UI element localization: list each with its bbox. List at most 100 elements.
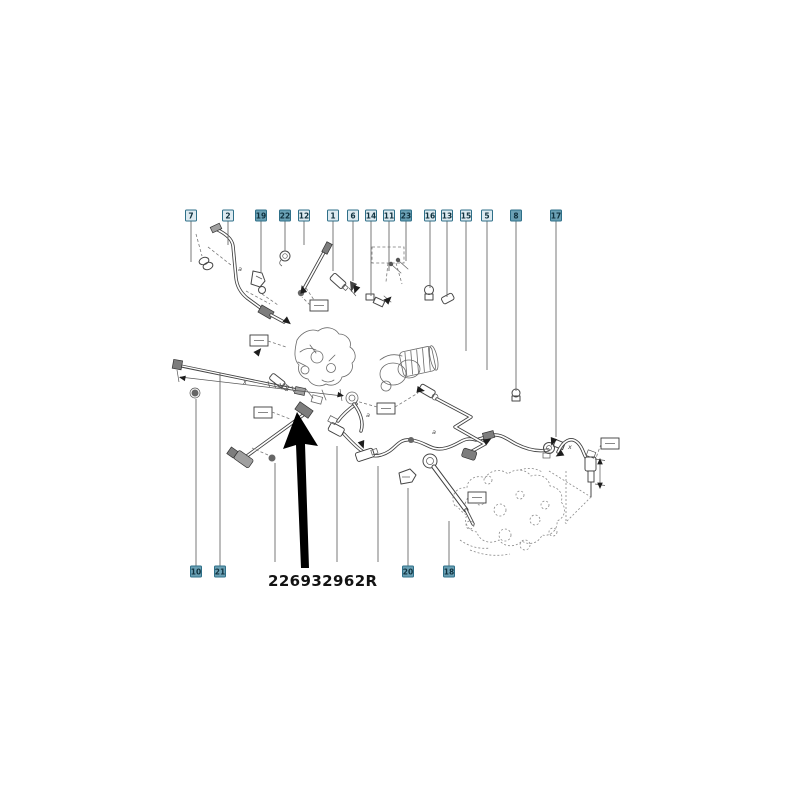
callout-number: 19	[256, 211, 266, 220]
callout-box	[365, 209, 377, 222]
callout-number: 11	[384, 211, 394, 220]
callouts-bottom: 10 21 20 18	[190, 373, 455, 578]
dimension-mark: a	[432, 428, 436, 436]
nut-part10	[189, 387, 201, 399]
callout-number: 23	[401, 211, 411, 220]
callout-number: 7	[188, 211, 193, 220]
callout-box	[255, 209, 267, 222]
cap-part7	[195, 233, 214, 271]
sensor-part1	[329, 272, 357, 297]
clamp-part16	[424, 285, 434, 301]
callout-number: 22	[280, 211, 290, 220]
callout-2: 2	[222, 209, 234, 245]
callout-23: 23	[400, 209, 412, 261]
callout-number: 18	[444, 567, 454, 576]
callout-box	[347, 209, 359, 222]
callout-number: 21	[215, 567, 225, 576]
fitting-c	[418, 383, 439, 401]
callout-box	[441, 209, 453, 222]
callout-number: 5	[484, 211, 489, 220]
callout-number: 15	[461, 211, 471, 220]
bracket-part20	[398, 468, 417, 485]
clip-part13	[441, 292, 455, 305]
dashed-leader	[385, 262, 403, 285]
injection-pump-assembly	[294, 327, 359, 405]
callout-box	[214, 565, 226, 578]
callout-19: 19	[255, 209, 267, 272]
injector-a	[327, 415, 345, 437]
callout-box	[402, 565, 414, 578]
callout-number: 2	[225, 211, 230, 220]
callout-12: 12	[298, 209, 310, 245]
engine-block-sketch	[452, 468, 565, 556]
down-pipe	[422, 453, 475, 526]
callout-20: 20	[402, 488, 414, 578]
clamp-part22	[279, 250, 291, 267]
callout-6: 6	[347, 209, 359, 281]
callout-box	[550, 209, 562, 222]
bolts-part11	[388, 257, 409, 274]
dimension-mark: x	[567, 443, 572, 451]
callout-16: 16	[424, 209, 436, 288]
callout-13: 13	[441, 209, 453, 297]
callout-number: 13	[442, 211, 452, 220]
callout-7: 7	[185, 209, 197, 262]
callout-22: 22	[279, 209, 291, 251]
callout-box	[510, 209, 522, 222]
callout-number: 14	[366, 211, 376, 220]
callout-box	[400, 209, 412, 222]
callout-15: 15	[460, 209, 472, 351]
dimension-line	[176, 369, 345, 402]
right-dimension	[594, 458, 606, 489]
dimension-mark: a	[366, 411, 370, 419]
callout-11: 11	[383, 209, 395, 271]
sensor-left	[269, 373, 290, 392]
leader-lines-extra	[274, 446, 379, 562]
dimension-mark: a	[238, 265, 242, 273]
injector-b	[355, 447, 379, 462]
callout-21: 21	[214, 373, 226, 578]
callout-10: 10	[190, 399, 202, 578]
callout-box	[185, 209, 197, 222]
empty-label-boxes	[249, 296, 620, 507]
callout-8: 8	[510, 209, 522, 391]
bracket-part19	[250, 270, 279, 306]
callout-17: 17	[550, 209, 562, 437]
dashed-leader	[245, 290, 271, 305]
callout-box	[279, 209, 291, 222]
wedge-part6	[350, 281, 357, 292]
callout-box	[460, 209, 472, 222]
callout-box	[424, 209, 436, 222]
callout-number: 17	[551, 211, 561, 220]
pump-fitting-part17	[542, 438, 566, 459]
callout-box	[481, 209, 493, 222]
callout-box	[190, 565, 202, 578]
callout-18: 18	[443, 521, 455, 578]
callout-number: 12	[299, 211, 309, 220]
callout-box	[443, 565, 455, 578]
callout-1: 1	[327, 209, 339, 271]
glow-plug-right	[584, 449, 597, 498]
callout-number: 1	[330, 211, 335, 220]
dimension-mark: x	[242, 378, 247, 386]
callout-number: 16	[425, 211, 435, 220]
callout-number: 6	[350, 211, 355, 220]
part-number-label: 226932962R	[268, 572, 378, 590]
callout-number: 8	[513, 211, 518, 220]
callout-box	[383, 209, 395, 222]
callout-14: 14	[365, 209, 377, 296]
callout-5: 5	[481, 209, 493, 370]
callout-box	[298, 209, 310, 222]
pipe-part2	[209, 222, 286, 324]
dimension-marks: a x a a x	[238, 265, 572, 451]
construction-lines	[548, 470, 592, 524]
pump-assembly-right	[379, 345, 439, 392]
callout-box	[327, 209, 339, 222]
callout-number: 10	[191, 567, 201, 576]
zigzag-pipe	[435, 397, 487, 461]
callout-number: 20	[403, 567, 413, 576]
pointer-arrow	[283, 412, 318, 568]
